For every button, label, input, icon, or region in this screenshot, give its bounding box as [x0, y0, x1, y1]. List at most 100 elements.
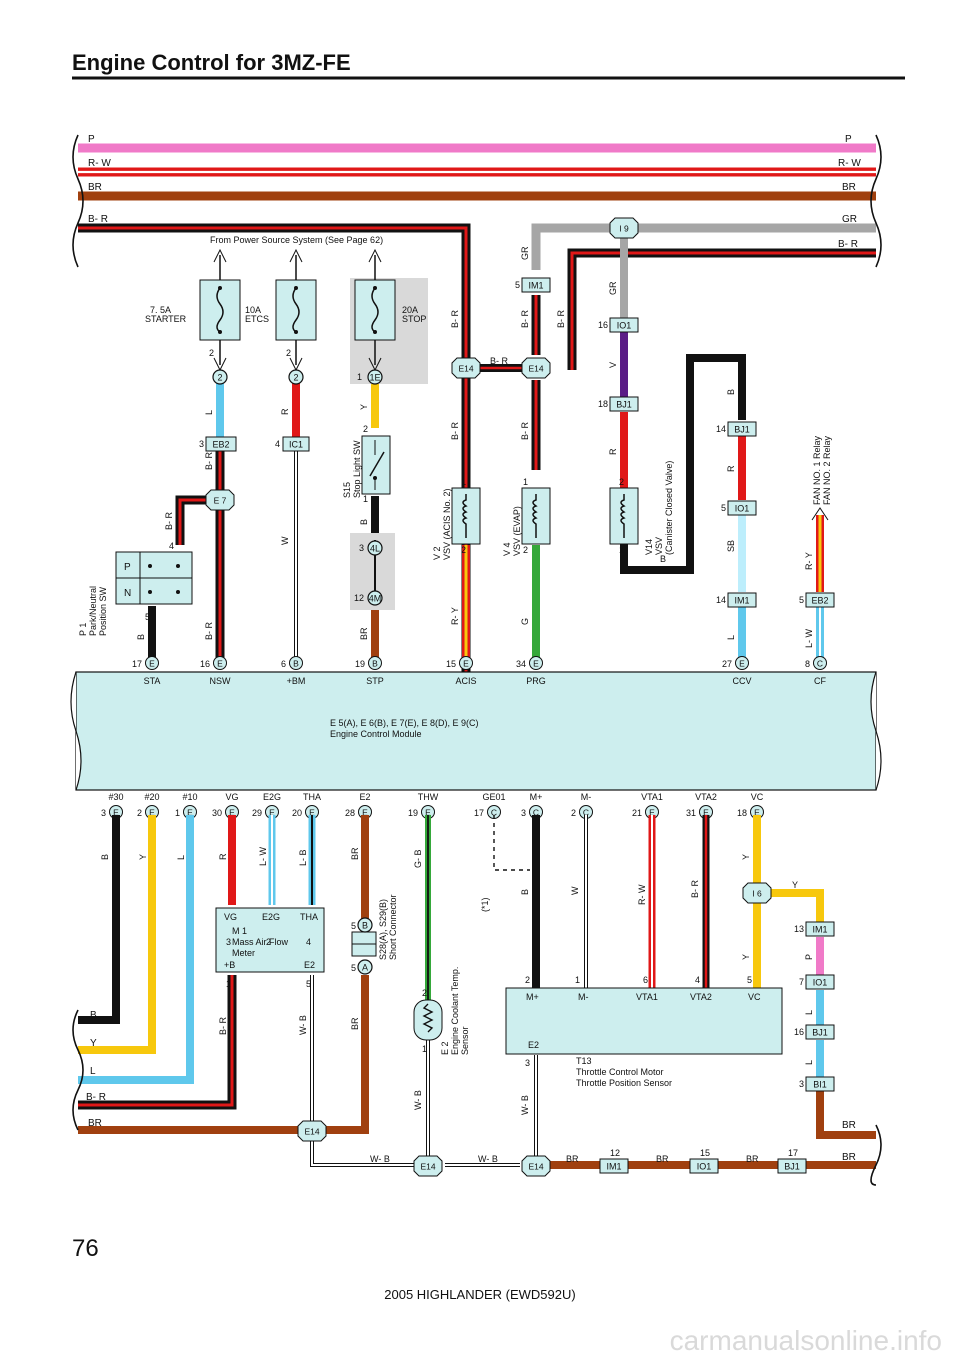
connector-4m: 4M	[367, 590, 383, 606]
svg-text:R: R	[608, 448, 618, 455]
svg-text:IM1: IM1	[812, 925, 827, 935]
svg-text:2: 2	[293, 373, 298, 383]
bus-label-right-4: B- R	[838, 239, 858, 250]
svg-text:L: L	[204, 410, 214, 415]
svg-text:5: 5	[145, 612, 150, 622]
svg-text:B: B	[726, 389, 736, 395]
svg-text:VSV: VSV	[654, 537, 664, 555]
connector-2-starter: 2	[212, 369, 228, 385]
svg-text:E: E	[362, 808, 368, 818]
svg-text:IC1: IC1	[289, 440, 303, 450]
svg-text:28: 28	[345, 808, 355, 818]
connector-bj1-top: BJ1	[609, 396, 639, 412]
svg-text:R: R	[726, 465, 736, 472]
svg-text:IO1: IO1	[813, 978, 828, 988]
bus-label-left-2: BR	[88, 182, 102, 193]
svg-text:E 7: E 7	[214, 496, 227, 506]
svg-text:2: 2	[523, 545, 528, 555]
svg-text:5: 5	[351, 921, 356, 931]
connector-bj1-ground: BJ1	[777, 1158, 807, 1174]
svg-text:Mass Air Flow: Mass Air Flow	[232, 937, 289, 947]
svg-text:+BM: +BM	[287, 676, 306, 686]
svg-text:C: C	[491, 808, 497, 818]
ecm-terminal-top-2: B6+BM	[281, 656, 306, 686]
svg-text:STP: STP	[366, 676, 384, 686]
svg-text:VG: VG	[224, 912, 237, 922]
svg-text:B- R: B- R	[164, 511, 174, 530]
svg-text:6: 6	[643, 975, 648, 985]
note-1: (*1)	[480, 897, 490, 912]
svg-text:E 2: E 2	[440, 1041, 450, 1055]
mass-air-flow-meter: VG E2G THA M 1 Mass Air Flow Meter +B E2	[215, 907, 325, 973]
svg-text:17: 17	[132, 659, 142, 669]
svg-text:BR: BR	[350, 1017, 360, 1030]
connector-io1-top: IO1	[609, 317, 639, 333]
connector-im1-bottom: IM1	[805, 921, 835, 937]
ecm-box	[75, 671, 877, 791]
ecm-terminal-bottom-9: M+C3	[521, 792, 543, 819]
svg-text:E14: E14	[458, 364, 473, 374]
svg-text:1: 1	[175, 808, 180, 818]
svg-text:V 4: V 4	[502, 542, 512, 556]
svg-text:4: 4	[275, 439, 280, 449]
svg-text:E14: E14	[420, 1162, 435, 1172]
connector-im1-ground: IM1	[599, 1158, 629, 1174]
svg-text:Stop Light SW: Stop Light SW	[352, 440, 362, 498]
svg-text:3: 3	[199, 439, 204, 449]
svg-text:GR: GR	[608, 281, 618, 295]
svg-text:FAN NO. 2 Relay: FAN NO. 2 Relay	[822, 435, 832, 505]
svg-text:13: 13	[794, 924, 804, 934]
svg-text:P: P	[804, 954, 814, 960]
svg-text:E: E	[649, 808, 655, 818]
svg-text:VTA2: VTA2	[690, 992, 712, 1002]
svg-text:27: 27	[722, 659, 732, 669]
svg-text:IO1: IO1	[697, 1162, 712, 1172]
svg-text:19: 19	[408, 808, 418, 818]
svg-text:G- B: G- B	[413, 849, 423, 868]
short-connector: S28(A), S29(B) Short Connector	[351, 894, 398, 960]
svg-text:2: 2	[619, 477, 624, 487]
svg-text:FAN NO. 1 Relay: FAN NO. 1 Relay	[812, 435, 822, 505]
svg-text:B: B	[90, 1010, 97, 1021]
svg-text:L- W: L- W	[258, 846, 268, 866]
junction-e14-c: E14	[297, 1120, 327, 1142]
svg-text:PRG: PRG	[526, 676, 546, 686]
svg-text:E: E	[229, 808, 235, 818]
svg-text:5: 5	[747, 975, 752, 985]
svg-text:W: W	[570, 886, 580, 895]
fuse-etcs: 10A ETCS 2	[245, 248, 317, 372]
svg-text:B: B	[362, 921, 368, 931]
svg-text:5: 5	[351, 963, 356, 973]
svg-text:IM1: IM1	[734, 596, 749, 606]
svg-text:L: L	[804, 1060, 814, 1065]
ecm-bottom-terminals: #30E3#20E2#10E1VGE30E2GE29THAE20E2E28THW…	[101, 792, 764, 819]
svg-text:E: E	[754, 808, 760, 818]
svg-text:E: E	[739, 659, 745, 669]
svg-text:3: 3	[101, 808, 106, 818]
svg-text:I 9: I 9	[619, 224, 629, 234]
svg-text:17: 17	[788, 1148, 798, 1158]
junction-e14-d: E14	[413, 1155, 443, 1177]
svg-text:2: 2	[363, 424, 368, 434]
svg-text:E: E	[269, 808, 275, 818]
svg-text:2: 2	[286, 348, 291, 358]
svg-text:#30: #30	[108, 792, 123, 802]
svg-text:Short Connector: Short Connector	[388, 894, 398, 960]
svg-text:E: E	[309, 808, 315, 818]
svg-text:BR: BR	[350, 847, 360, 860]
svg-text:2: 2	[461, 545, 466, 555]
svg-text:CCV: CCV	[732, 676, 751, 686]
ecm-top-terminals: E17STAE16NSWB6+BMB19STPE15ACISE34PRGE27C…	[132, 656, 827, 686]
svg-text:1: 1	[226, 979, 231, 989]
svg-text:G: G	[520, 618, 530, 625]
svg-text:IO1: IO1	[735, 504, 750, 514]
svg-text:14: 14	[716, 424, 726, 434]
svg-text:BR: BR	[88, 1118, 102, 1129]
svg-text:15: 15	[446, 659, 456, 669]
svg-text:30: 30	[212, 808, 222, 818]
svg-text:E: E	[703, 808, 709, 818]
